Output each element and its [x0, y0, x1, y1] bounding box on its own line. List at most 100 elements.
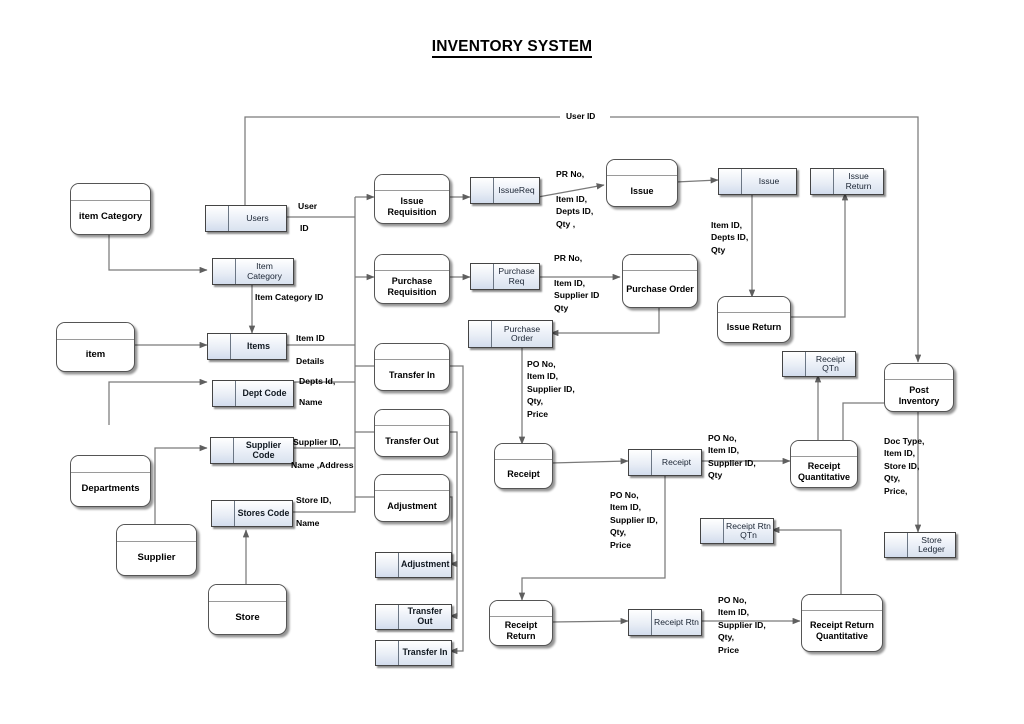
store-receipt-rtn[interactable]: Receipt Rtn [628, 609, 702, 636]
store-label: Transfer In [402, 647, 448, 658]
store-label: Receipt Rtn [654, 616, 699, 627]
store-label: Store Ledger [918, 534, 945, 554]
store-issuereq[interactable]: IssueReq [470, 177, 540, 204]
flow-label-post-inventory: Doc Type, Item ID, Store ID, Qty, Price, [884, 436, 925, 496]
process-header-bar [375, 344, 449, 360]
store-purchase-req[interactable]: Purchase Req [470, 263, 540, 290]
entity-supplier[interactable]: Supplier [116, 524, 197, 576]
process-transfer-out[interactable]: Transfer Out [374, 409, 450, 457]
store-label: Dept Code [242, 387, 287, 398]
process-label: Adjustment [387, 500, 437, 511]
page-title-text: INVENTORY SYSTEM [431, 38, 593, 58]
entity-item-category[interactable]: item Category [70, 183, 151, 235]
entity-label: item Category [78, 211, 143, 223]
process-label: Purchase Requisition [387, 276, 437, 297]
store-left-cell [629, 450, 652, 475]
entity-item[interactable]: item [56, 322, 135, 372]
process-label: Receipt [507, 468, 540, 479]
wire-departments-deptcode [108, 378, 208, 425]
process-receipt-return-quantitative[interactable]: Receipt Return Quantitative [801, 594, 883, 652]
store-transfer-out[interactable]: Transfer Out [375, 604, 452, 630]
store-purchase-order[interactable]: Purchase Order [468, 320, 553, 348]
flow-label-depts-id: Depts Id, [299, 376, 336, 386]
entity-label: Departments [81, 483, 140, 495]
process-header-bar [375, 410, 449, 426]
process-header-bar [495, 444, 552, 460]
store-store-ledger[interactable]: Store Ledger [884, 532, 956, 558]
store-left-cell [206, 206, 229, 231]
process-header-bar [490, 601, 552, 617]
page-title: INVENTORY SYSTEM [0, 38, 1024, 58]
store-left-cell [471, 264, 494, 289]
entity-header-bar [117, 525, 196, 542]
process-label: Receipt Quantitative [797, 461, 850, 482]
store-supplier-code[interactable]: Supplier Code [210, 437, 294, 464]
process-label: Issue [630, 185, 654, 196]
process-issue-requisition[interactable]: Issue Requisition [374, 174, 450, 224]
wire-rrqnt-rtnqtn-store [771, 526, 842, 595]
store-receipt-rtn-qtn[interactable]: Receipt Rtn QTn [700, 518, 774, 544]
store-label: Issue Return [845, 171, 872, 191]
store-dept-code[interactable]: Dept Code [212, 380, 294, 407]
wire-receipt-process-store [550, 457, 629, 465]
store-receipt-qtn[interactable]: Receipt QTn [782, 351, 856, 377]
wire-issuereturn-store [789, 192, 849, 318]
store-items[interactable]: Items [207, 333, 287, 360]
store-label: Receipt Rtn QTn [726, 520, 771, 540]
store-left-cell [811, 169, 834, 194]
process-purchase-order[interactable]: Purchase Order [622, 254, 698, 308]
process-receipt-quantitative[interactable]: Receipt Quantitative [790, 440, 858, 488]
store-left-cell [213, 381, 236, 406]
store-left-cell [213, 259, 236, 284]
store-label: Supplier Code [245, 439, 282, 460]
store-left-cell [471, 178, 494, 203]
flow-label-name-address: Name ,Address [291, 460, 354, 470]
store-left-cell [629, 610, 652, 635]
store-users[interactable]: Users [205, 205, 287, 232]
process-purchase-requisition[interactable]: Purchase Requisition [374, 254, 450, 304]
process-receipt[interactable]: Receipt [494, 443, 553, 489]
store-label: Issue [758, 175, 780, 186]
store-left-cell [208, 334, 231, 359]
flow-label-user-id-bus: User ID [563, 110, 599, 123]
wire-itemcategory-entity-store [108, 233, 208, 274]
process-issue[interactable]: Issue [606, 159, 678, 207]
store-label: Item Category [247, 261, 282, 281]
store-receipt[interactable]: Receipt [628, 449, 702, 476]
flow-label-issue: Item ID, Depts ID, Qty [711, 220, 749, 255]
store-transfer-in[interactable]: Transfer In [375, 640, 452, 666]
flow-label-supplier-id: Supplier ID, [293, 437, 341, 447]
store-adjustment[interactable]: Adjustment [375, 552, 452, 578]
store-item-category[interactable]: Item Category [212, 258, 294, 285]
process-transfer-in[interactable]: Transfer In [374, 343, 450, 391]
flow-label-receipt-down: PO No, Item ID, Supplier ID, Qty, Price [610, 490, 658, 550]
store-left-cell [719, 169, 742, 194]
entity-store[interactable]: Store [208, 584, 287, 635]
process-label: Transfer In [388, 369, 435, 380]
process-adjustment[interactable]: Adjustment [374, 474, 450, 522]
flow-label-user: User [298, 201, 318, 211]
entity-departments[interactable]: Departments [70, 455, 151, 507]
flow-label-purchaseorder: PO No, Item ID, Supplier ID, Qty, Price [527, 359, 575, 419]
process-receipt-return[interactable]: Receipt Return [489, 600, 553, 646]
process-header-bar [791, 441, 857, 457]
store-label: Users [246, 212, 269, 223]
process-post-inventory[interactable]: Post Inventory [884, 363, 954, 412]
store-issue-return[interactable]: Issue Return [810, 168, 884, 195]
process-label: Post Inventory [898, 384, 940, 406]
process-header-bar [718, 297, 790, 313]
process-label: Receipt Return Quantitative [809, 620, 874, 641]
entity-header-bar [57, 323, 134, 340]
wire-supplier-suppliercode [154, 444, 208, 525]
store-label: Receipt QTn [815, 353, 846, 373]
store-stores-code[interactable]: Stores Code [211, 500, 293, 527]
entity-header-bar [209, 585, 286, 602]
store-left-cell [376, 605, 399, 629]
process-header-bar [375, 175, 449, 191]
flow-label-name-store: Name [296, 518, 320, 528]
store-issue[interactable]: Issue [718, 168, 797, 195]
flow-label-item-category-id: Item Category ID [255, 292, 324, 302]
process-issue-return[interactable]: Issue Return [717, 296, 791, 343]
wire-receiptreturn-process-store [550, 617, 629, 625]
